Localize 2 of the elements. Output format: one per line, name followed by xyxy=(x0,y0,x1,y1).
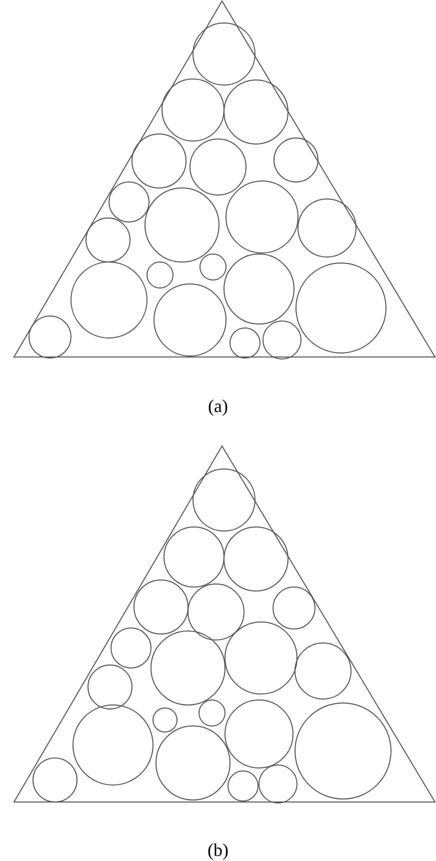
panel-label: (a) xyxy=(207,396,229,417)
panel-label: (b) xyxy=(206,840,230,861)
